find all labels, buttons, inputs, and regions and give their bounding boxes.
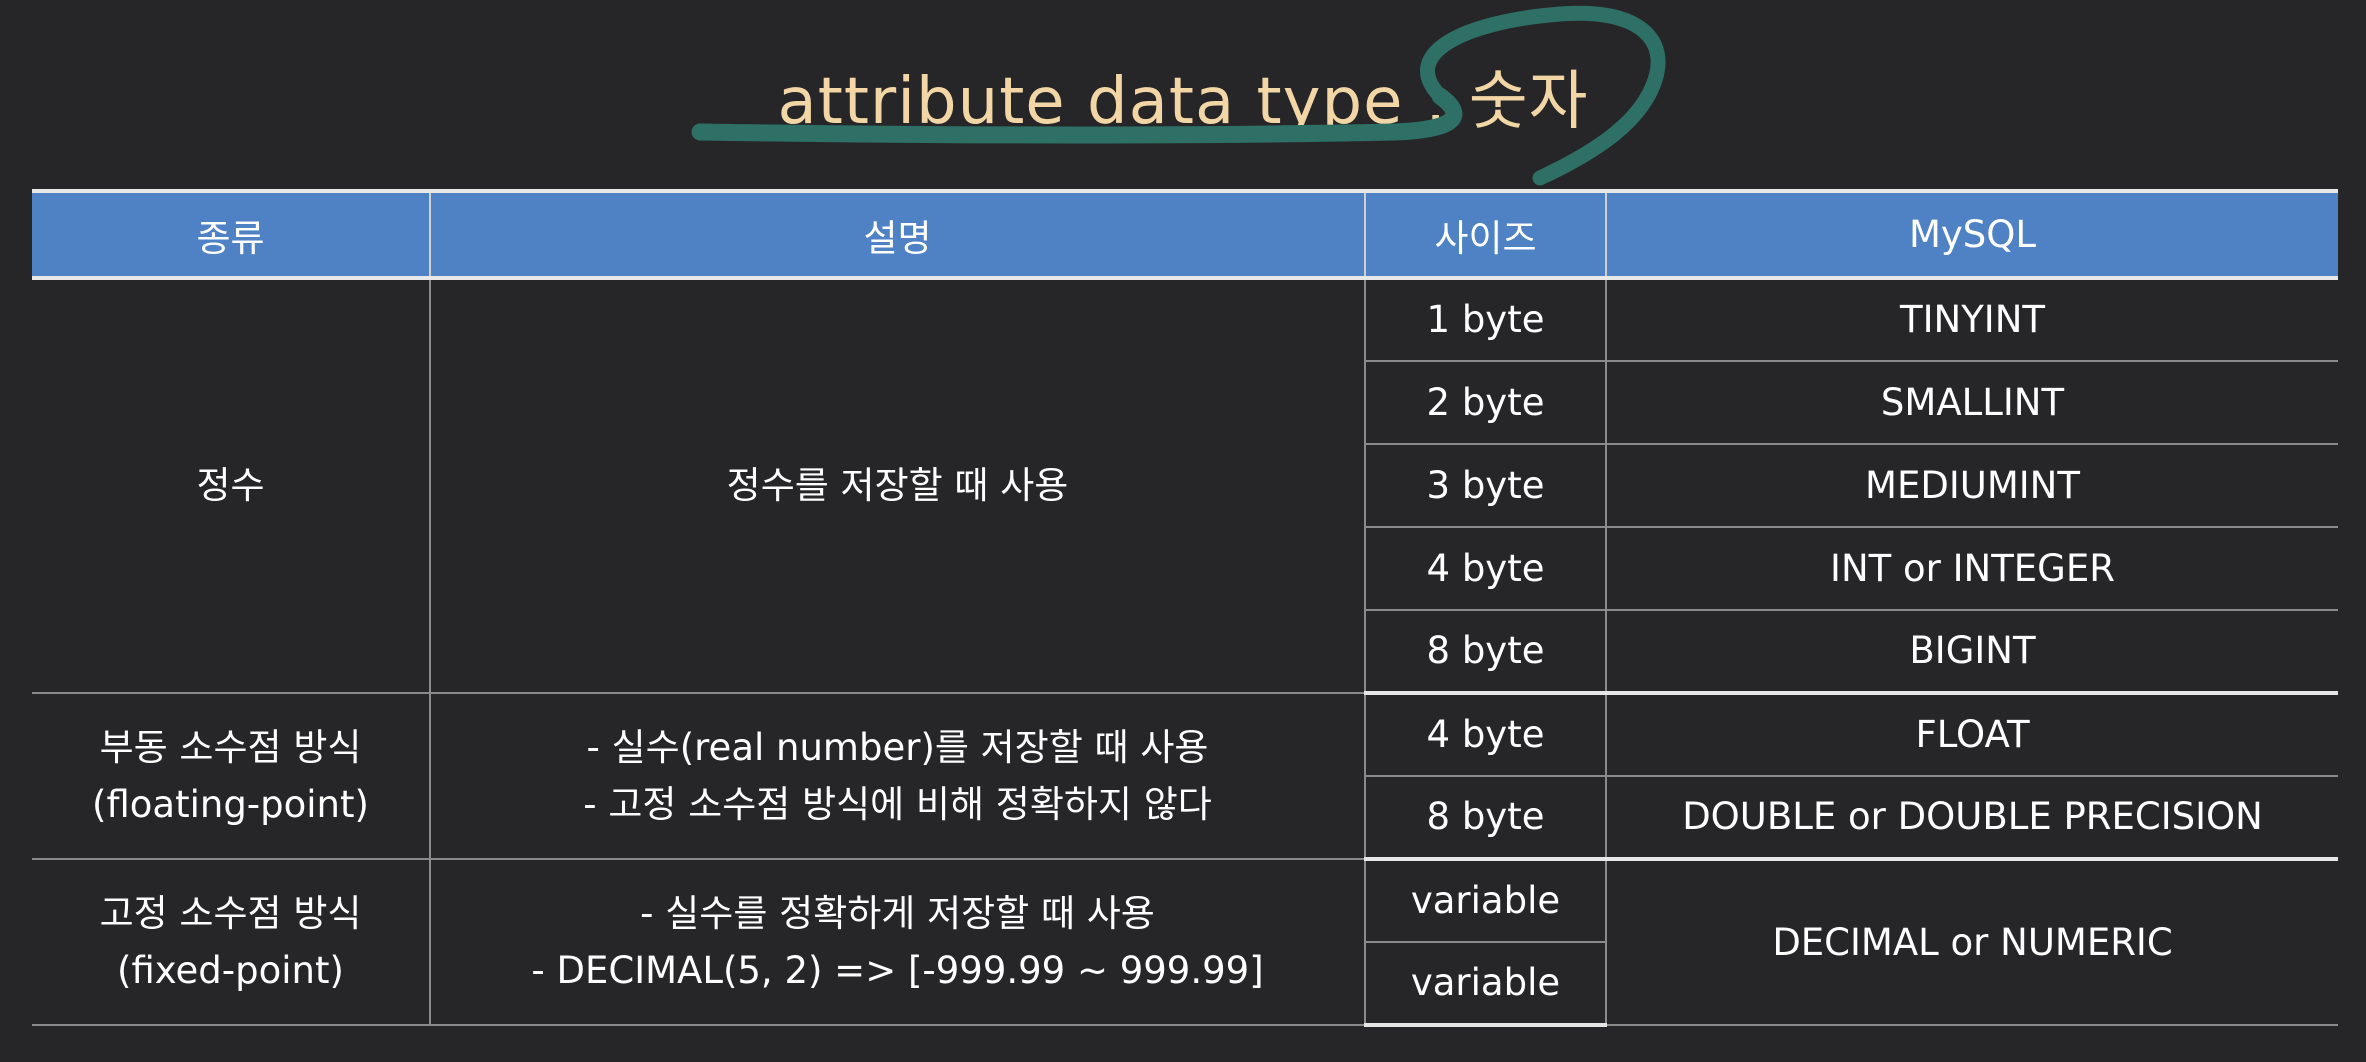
table-row: 정수 정수를 저장할 때 사용 1 byte TINYINT (32, 278, 2338, 694)
fixed-kind-line1: 고정 소수점 방식 (99, 891, 362, 935)
header-kind: 종류 (32, 189, 431, 280)
size-cell: 2 byte (1365, 360, 1607, 445)
fixed-desc-line1: - 실수를 정확하게 저장할 때 사용 (640, 891, 1155, 935)
table-row: 고정 소수점 방식 (fixed-point) - 실수를 정확하게 저장할 때… (32, 858, 2338, 1026)
header-size: 사이즈 (1364, 189, 1607, 280)
header-description: 설명 (429, 189, 1366, 280)
integer-description: 정수를 저장할 때 사용 (429, 278, 1366, 694)
floating-kind-line2: (floating-point) (92, 783, 369, 826)
table-row: 3 byte MEDIUMINT (32, 443, 2338, 528)
floating-kind-line1: 부동 소수점 방식 (99, 725, 362, 769)
size-cell: 8 byte (1365, 775, 1607, 861)
mysql-type-cell: TINYINT (1605, 278, 2338, 362)
header-mysql: MySQL (1605, 189, 2338, 280)
table-row: 8 byte BIGINT (32, 609, 2338, 695)
size-cell: 3 byte (1365, 443, 1607, 528)
data-type-table-container: 종류 설명 사이즈 MySQL 정수 정수를 저장할 때 사용 1 byte T… (32, 189, 2338, 1027)
size-cell: variable (1364, 858, 1607, 943)
integer-kind: 정수 (32, 278, 431, 694)
mysql-type-cell: BIGINT (1605, 609, 2338, 695)
size-cell: 8 byte (1365, 609, 1607, 695)
fixed-kind-line2: (fixed-point) (117, 949, 344, 992)
size-cell: variable (1365, 941, 1606, 1027)
table-header-row: 종류 설명 사이즈 MySQL (32, 189, 2338, 280)
title-prefix: attribute data type : (777, 65, 1448, 139)
floating-description: - 실수(real number)를 저장할 때 사용 - 고정 소수점 방식에… (429, 692, 1366, 860)
floating-kind: 부동 소수점 방식 (floating-point) (32, 692, 431, 860)
fixed-description: - 실수를 정확하게 저장할 때 사용 - DECIMAL(5, 2) => [… (429, 858, 1366, 1026)
slide-title: attribute data type : 숫자 (0, 50, 2366, 142)
floating-desc-line1: - 실수(real number)를 저장할 때 사용 (586, 725, 1209, 769)
mysql-type-cell: MEDIUMINT (1605, 443, 2338, 528)
table-row: 4 byte INT or INTEGER (32, 526, 2338, 611)
mysql-type-cell: DOUBLE or DOUBLE PRECISION (1605, 775, 2338, 861)
mysql-type-cell: INT or INTEGER (1605, 526, 2338, 611)
size-cell: 4 byte (1365, 526, 1607, 611)
table-row: variable (32, 941, 2338, 1027)
fixed-kind: 고정 소수점 방식 (fixed-point) (32, 858, 431, 1026)
data-type-table: 종류 설명 사이즈 MySQL 정수 정수를 저장할 때 사용 1 byte T… (32, 189, 2338, 1027)
table-row: 8 byte DOUBLE or DOUBLE PRECISION (32, 775, 2338, 861)
mysql-type-cell: FLOAT (1605, 692, 2338, 777)
mysql-type-cell: SMALLINT (1605, 360, 2338, 445)
size-cell: 4 byte (1364, 692, 1607, 777)
size-cell: 1 byte (1364, 278, 1607, 362)
mysql-type-cell: DECIMAL or NUMERIC (1605, 858, 2338, 1026)
table-row: 2 byte SMALLINT (32, 360, 2338, 445)
table-row: 부동 소수점 방식 (floating-point) - 실수(real num… (32, 692, 2338, 860)
floating-desc-line2: - 고정 소수점 방식에 비해 정확하지 않다 (583, 783, 1212, 826)
fixed-desc-line2: - DECIMAL(5, 2) => [-999.99 ~ 999.99] (531, 949, 1264, 992)
title-highlight: 숫자 (1468, 65, 1589, 139)
